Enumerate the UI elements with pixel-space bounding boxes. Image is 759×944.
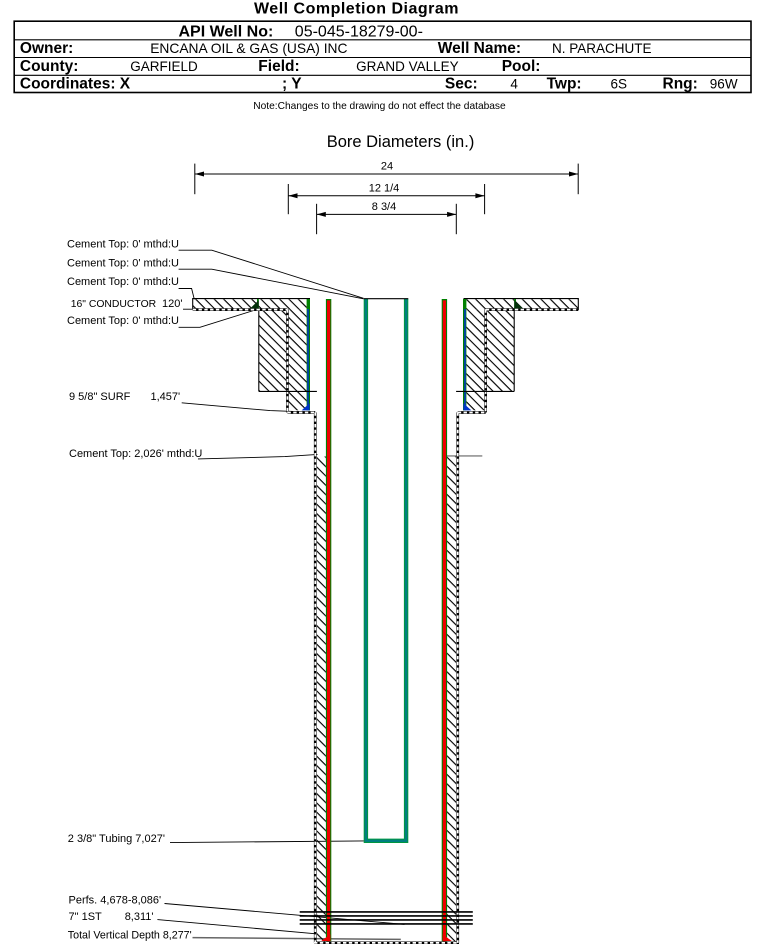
svg-text:; Y: ; Y bbox=[282, 76, 302, 93]
svg-text:96W: 96W bbox=[710, 77, 738, 92]
svg-text:Coordinates: X: Coordinates: X bbox=[20, 76, 131, 93]
svg-text:Cement Top: 0' mthd:U: Cement Top: 0' mthd:U bbox=[67, 315, 179, 327]
svg-text:Cement Top: 2,026' mthd:U: Cement Top: 2,026' mthd:U bbox=[69, 448, 202, 460]
svg-text:Note:Changes to the drawing do: Note:Changes to the drawing do not effec… bbox=[253, 101, 506, 112]
svg-text:Rng:: Rng: bbox=[663, 76, 698, 93]
svg-text:2 3/8" Tubing 7,027': 2 3/8" Tubing 7,027' bbox=[68, 833, 165, 845]
svg-text:8,311': 8,311' bbox=[125, 911, 154, 923]
svg-text:Bore Diameters (in.): Bore Diameters (in.) bbox=[327, 133, 475, 151]
svg-text:ENCANA OIL & GAS (USA) INC: ENCANA OIL & GAS (USA) INC bbox=[150, 41, 347, 56]
svg-text:7" 1ST: 7" 1ST bbox=[69, 911, 103, 923]
svg-text:Field:: Field: bbox=[258, 58, 299, 75]
svg-text:6S: 6S bbox=[611, 77, 628, 92]
svg-text:Cement Top: 0' mthd:U: Cement Top: 0' mthd:U bbox=[67, 239, 179, 251]
svg-text:API Well No:: API Well No: bbox=[178, 24, 273, 41]
svg-text:1,457': 1,457' bbox=[151, 391, 181, 403]
svg-text:24: 24 bbox=[381, 161, 393, 173]
svg-text:Pool:: Pool: bbox=[502, 58, 541, 75]
svg-text:9 5/8" SURF: 9 5/8" SURF bbox=[69, 391, 131, 403]
svg-text:16" CONDUCTOR: 16" CONDUCTOR bbox=[71, 299, 157, 310]
svg-text:4: 4 bbox=[510, 77, 518, 92]
svg-text:N. PARACHUTE: N. PARACHUTE bbox=[552, 41, 652, 56]
svg-text:Cement Top: 0' mthd:U: Cement Top: 0' mthd:U bbox=[67, 276, 179, 288]
svg-text:Perfs. 4,678-8,086': Perfs. 4,678-8,086' bbox=[69, 894, 162, 906]
svg-text:05-045-18279-00-: 05-045-18279-00- bbox=[295, 24, 423, 41]
svg-text:12 1/4: 12 1/4 bbox=[369, 183, 400, 195]
svg-text:Owner:: Owner: bbox=[20, 40, 73, 57]
svg-text:Cement Top: 0' mthd:U: Cement Top: 0' mthd:U bbox=[67, 258, 179, 270]
svg-text:120': 120' bbox=[162, 298, 182, 310]
svg-text:Sec:: Sec: bbox=[445, 76, 478, 93]
svg-text:GARFIELD: GARFIELD bbox=[130, 59, 198, 74]
svg-text:Total Vertical Depth 8,277': Total Vertical Depth 8,277' bbox=[68, 929, 192, 941]
svg-text:8 3/4: 8 3/4 bbox=[372, 201, 396, 213]
svg-text:Twp:: Twp: bbox=[547, 76, 582, 93]
svg-text:GRAND VALLEY: GRAND VALLEY bbox=[356, 59, 459, 74]
svg-text:Well Completion Diagram: Well Completion Diagram bbox=[254, 1, 459, 18]
svg-text:County:: County: bbox=[20, 58, 79, 75]
svg-text:Well Name:: Well Name: bbox=[438, 40, 521, 57]
